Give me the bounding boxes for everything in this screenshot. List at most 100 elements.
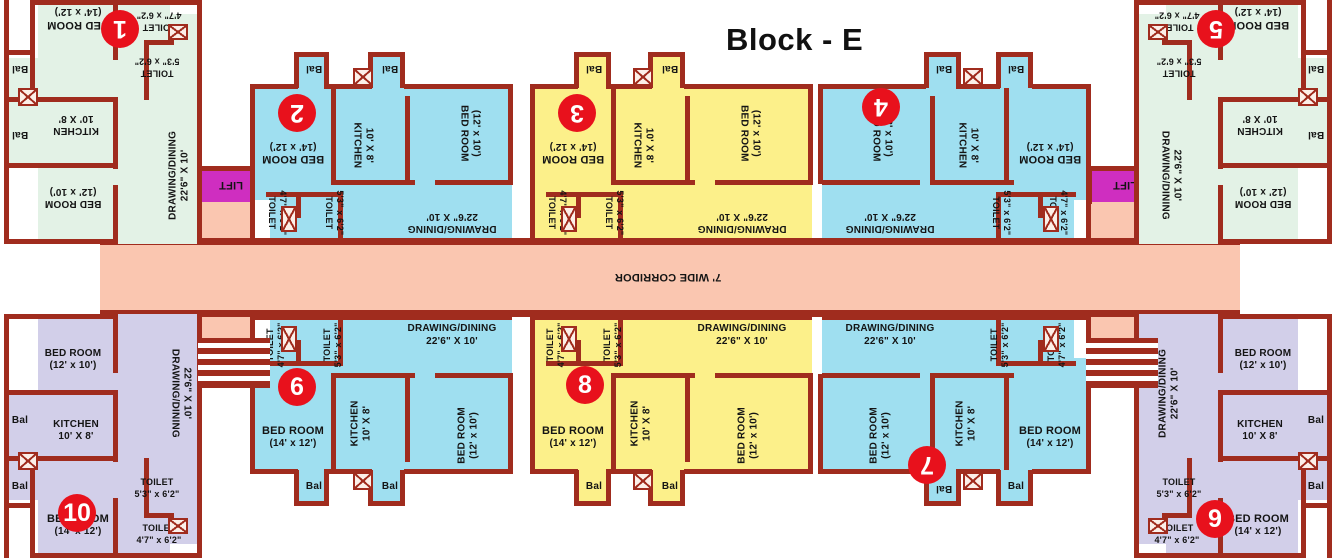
unit-8-wall-14 bbox=[715, 373, 813, 378]
unit-3-wall-7 bbox=[606, 84, 652, 89]
unit-6-drawing-label: DRAWING/DINING bbox=[407, 323, 497, 334]
unit-6-wall-18 bbox=[338, 314, 343, 366]
unit-6-wall-11 bbox=[331, 374, 336, 470]
unit-5-toilet-b-label: TOILET bbox=[1162, 68, 1196, 79]
unit-7-drawing-label: DRAWING/DINING bbox=[845, 323, 935, 334]
unit-9-badge: 9 bbox=[1196, 500, 1234, 538]
unit-8-bal-1 bbox=[578, 472, 610, 506]
unit-7-wall-19 bbox=[822, 314, 1090, 320]
unit-7-wall-11 bbox=[930, 374, 935, 462]
unit-7-wall-4 bbox=[996, 470, 1001, 506]
unit-4-wall-7 bbox=[956, 84, 1000, 89]
unit-1-wall-5 bbox=[113, 97, 118, 169]
unit-8-wall-13 bbox=[611, 373, 695, 378]
unit-8-drawing-label: DRAWING/DINING bbox=[697, 323, 787, 334]
unit-3-wall-17 bbox=[576, 196, 581, 218]
unit-5-kitchen-size: 10' X 8' bbox=[1242, 112, 1278, 124]
unit-8-toilet-a-label: TOILET bbox=[545, 328, 556, 362]
unit-5-kitchen-label: KITCHEN bbox=[1237, 124, 1283, 136]
unit-8-wall-5 bbox=[648, 501, 684, 506]
unit-7-wall-1 bbox=[924, 470, 929, 506]
unit-5-bedroom-small-label: BED ROOM bbox=[1234, 197, 1292, 209]
unit-1-badge: 1 bbox=[101, 10, 139, 48]
unit-3-drawing-label: DRAWING/DINING bbox=[697, 222, 787, 234]
unit-3-wall-16 bbox=[546, 192, 620, 197]
unit-2-wall-10 bbox=[250, 84, 255, 244]
unit-5-wall-13 bbox=[1327, 0, 1332, 244]
unit-5-wall-3 bbox=[1218, 97, 1328, 102]
unit-9-window-bal bbox=[1298, 452, 1318, 470]
unit-2-notch bbox=[254, 200, 270, 244]
unit-2-wall-18 bbox=[338, 192, 343, 244]
unit-1-drawing-size: 22'6" X 10' bbox=[179, 149, 191, 202]
unit-3-balcony-1-label: Bal bbox=[585, 62, 603, 74]
unit-4-toilet-a-size: 4'7" x 6'2" bbox=[1058, 190, 1069, 236]
unit-10-toilet-b-label: TOILET bbox=[140, 477, 174, 487]
unit-3-wall-10 bbox=[530, 84, 535, 244]
unit-9-wall-9 bbox=[1162, 513, 1192, 518]
unit-3-window-kitchen bbox=[633, 68, 653, 86]
unit-9-bedroom-small-label: BED ROOM bbox=[1234, 348, 1292, 359]
unit-3-toilet-b-label: TOILET bbox=[603, 196, 614, 230]
unit-9-wall-5 bbox=[1218, 390, 1223, 462]
unit-1-toilet-b-label: TOILET bbox=[140, 68, 174, 79]
unit-2-drawing-size: 22'6" X 10' bbox=[426, 210, 478, 222]
unit-2-wall-13 bbox=[331, 180, 415, 185]
unit-2-wall-6 bbox=[400, 52, 405, 88]
unit-9-toilet-b-size: 5'3" x 6'2" bbox=[1156, 489, 1202, 499]
unit-6-wall-8 bbox=[254, 469, 298, 474]
unit-8-wall-18 bbox=[618, 314, 623, 366]
unit-9-wall-11 bbox=[1134, 314, 1139, 558]
unit-10-bedroom-small-size: (12' x 10') bbox=[49, 360, 97, 371]
unit-3-wall-1 bbox=[574, 52, 579, 88]
unit-9-window-toilet bbox=[1148, 518, 1168, 534]
unit-4-drawing-label: DRAWING/DINING bbox=[845, 222, 935, 234]
unit-6-window-toilet bbox=[281, 326, 297, 352]
unit-6-bedroom-small-size: (12' x 10') bbox=[468, 411, 480, 459]
unit-2-toilet-b-size: 5'3" x 6'2" bbox=[334, 190, 345, 236]
unit-3-window-toilet bbox=[561, 206, 577, 232]
unit-2-balcony-1-label: Bal bbox=[305, 62, 323, 74]
unit-8-wall-15 bbox=[808, 374, 813, 474]
unit-3-wall-2 bbox=[574, 52, 610, 57]
unit-3-wall-13 bbox=[611, 180, 695, 185]
unit-8-bedroom-small-size: (12' x 10') bbox=[748, 411, 760, 459]
unit-4-bal-2 bbox=[1000, 52, 1032, 86]
unit-3-wall-14 bbox=[715, 180, 813, 185]
unit-2-bedroom-small-size: (12' x 10') bbox=[470, 109, 482, 157]
unit-8-wall-3 bbox=[606, 470, 611, 506]
unit-6-bal-1 bbox=[298, 472, 328, 506]
unit-6-wall-13 bbox=[331, 373, 415, 378]
unit-4-drawing-size: 22'6" X 10' bbox=[864, 210, 916, 222]
unit-2-window-kitchen bbox=[353, 68, 373, 86]
unit-7-wall-16 bbox=[1000, 361, 1076, 366]
unit-5-wall-12 bbox=[1218, 239, 1328, 244]
unit-9-wall-12 bbox=[1218, 314, 1328, 319]
unit-1-notch-b bbox=[8, 168, 38, 244]
unit-7-wall-3 bbox=[956, 470, 961, 506]
unit-8-window-toilet bbox=[561, 326, 577, 352]
unit-7-window-kitchen bbox=[963, 472, 983, 490]
unit-4-wall-16 bbox=[1000, 192, 1076, 197]
unit-9-wall-3 bbox=[1218, 456, 1328, 461]
unit-8-wall-10 bbox=[530, 314, 535, 474]
corridor-wall-bottom bbox=[100, 310, 1240, 317]
unit-1-drawing-label: DRAWING/DINING bbox=[167, 130, 179, 220]
unit-2-wall-15 bbox=[508, 84, 513, 184]
unit-8-bedroom-large-size: (14' x 12') bbox=[549, 438, 597, 449]
unit-9-wall-7 bbox=[1218, 314, 1223, 373]
unit-7-kitchen-size: 10' X 8' bbox=[966, 405, 978, 442]
unit-9-bedroom-large-size: (14' x 12') bbox=[1234, 526, 1282, 537]
unit-10-wall-13 bbox=[4, 314, 9, 558]
unit-5-drawing-size: 22'6" X 10' bbox=[1171, 149, 1183, 202]
unit-6-wall-10 bbox=[250, 314, 255, 474]
unit-4-wall-11 bbox=[930, 96, 935, 184]
unit-2-wall-16 bbox=[266, 192, 340, 197]
unit-3-kitchen-size: 10' X 8' bbox=[643, 127, 655, 164]
unit-9-balcony-2-label: Bal bbox=[1307, 415, 1325, 426]
unit-10-wall-1 bbox=[30, 458, 35, 558]
unit-5-wall-9 bbox=[1162, 40, 1192, 45]
unit-1-wall-8 bbox=[144, 40, 149, 100]
unit-4-wall-1 bbox=[924, 52, 929, 88]
